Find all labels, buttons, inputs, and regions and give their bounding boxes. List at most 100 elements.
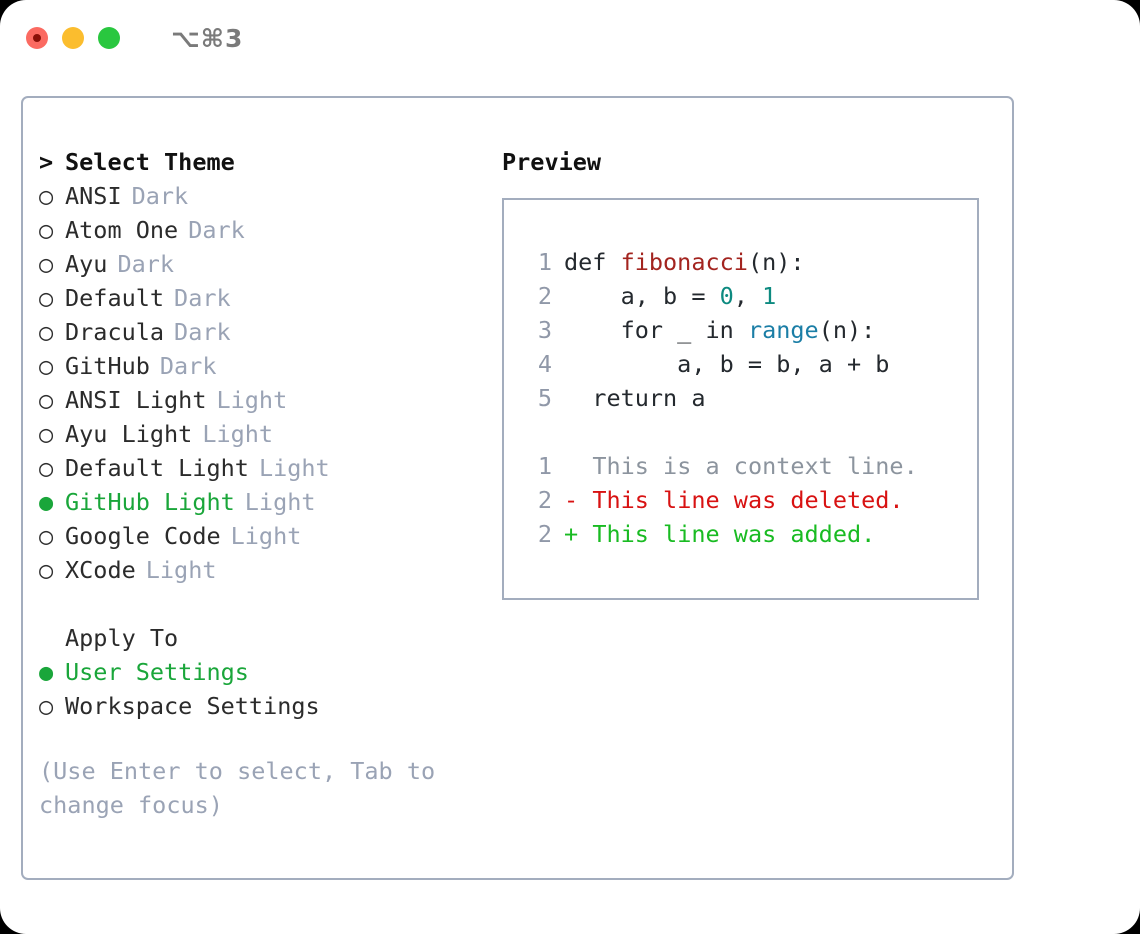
theme-list-item[interactable]: ○ Ayu Light Light (39, 420, 479, 454)
diff-line-number: 2 (537, 486, 552, 514)
code-line: 4 a, b = b, a + b (522, 350, 977, 384)
radio-unselected-icon: ○ (39, 216, 54, 244)
code-line: 5 return a (522, 384, 977, 418)
diff-marker-gap (578, 452, 592, 480)
theme-name-label: Google Code (65, 522, 221, 550)
code-token-plain: a, b = (564, 282, 720, 310)
radio-unselected-icon: ○ (39, 318, 54, 346)
list-spacer (39, 590, 479, 624)
theme-list-item[interactable]: ● GitHub Light Light (39, 488, 479, 522)
radio-unselected-icon: ○ (39, 386, 54, 414)
minimize-button-icon[interactable] (62, 27, 84, 49)
code-line-number: 3 (537, 316, 552, 344)
theme-name-label: Dracula (65, 318, 165, 346)
radio-unselected-icon: ○ (39, 250, 54, 278)
diff-line-number: 1 (537, 452, 552, 480)
apply-to-heading-label: Apply To (65, 624, 179, 652)
zoom-button-icon[interactable] (98, 27, 120, 49)
radio-unselected-icon: ○ (39, 420, 54, 448)
theme-variant-badge: Light (145, 556, 217, 584)
close-button-icon[interactable] (26, 27, 48, 49)
code-token-plain: , (733, 282, 763, 310)
code-line-text: for _ in range(n): (564, 316, 876, 344)
apply-to-marker-spacer: ○ (39, 627, 65, 651)
code-token-plain: def (564, 248, 621, 276)
radio-selected-icon: ● (39, 488, 54, 516)
code-token-plain: (n): (818, 316, 876, 344)
code-line: 1 def fibonacci(n): (522, 248, 977, 282)
diff-marker: + (564, 520, 579, 548)
theme-variant-badge: Dark (117, 250, 175, 278)
window-controls (26, 27, 120, 49)
diff-marker-gap (578, 520, 592, 548)
theme-name-label: Ayu (65, 250, 108, 278)
code-token-plain: for _ in (564, 316, 748, 344)
theme-variant-badge: Dark (174, 318, 231, 346)
theme-variant-badge: Dark (188, 216, 245, 244)
code-line: 2 a, b = 0, 1 (522, 282, 977, 316)
diff-sample: 1 This is a context line.2- This line wa… (522, 452, 977, 554)
theme-name-label: Ayu Light (65, 420, 193, 448)
apply-to-options: ●User Settings○Workspace Settings (39, 658, 479, 726)
code-line-number: 4 (537, 350, 552, 378)
title-bar: ⌥⌘3 (0, 0, 1140, 76)
diff-marker (564, 452, 578, 480)
radio-unselected-icon: ○ (39, 692, 54, 720)
theme-variant-badge: Light (216, 386, 288, 414)
diff-line-text: This is a context line. (592, 452, 918, 480)
diff-line: 2+ This line was added. (522, 520, 977, 554)
diff-line: 2- This line was deleted. (522, 486, 977, 520)
theme-name-label: GitHub Light (65, 488, 235, 516)
apply-to-option[interactable]: ○Workspace Settings (39, 692, 479, 726)
select-theme-heading-label: Select Theme (65, 148, 235, 176)
theme-variant-badge: Light (258, 454, 330, 482)
diff-marker-gap (578, 486, 592, 514)
radio-unselected-icon: ○ (39, 522, 54, 550)
theme-variant-badge: Dark (131, 182, 189, 210)
radio-unselected-icon: ○ (39, 556, 54, 584)
code-line-number: 1 (537, 248, 552, 276)
code-token-plain: return a (564, 384, 706, 412)
radio-unselected-icon: ○ (39, 454, 54, 482)
theme-list-item[interactable]: ○ Ayu Dark (39, 250, 479, 284)
radio-unselected-icon: ○ (39, 182, 54, 210)
prompt-caret-icon: > (39, 148, 54, 176)
theme-list-item[interactable]: ○ Dracula Dark (39, 318, 479, 352)
code-token-fn: fibonacci (620, 248, 748, 276)
keyboard-hint-text: (Use Enter to select, Tab to change focu… (39, 757, 436, 819)
diff-gap (522, 418, 977, 452)
apply-to-option[interactable]: ●User Settings (39, 658, 479, 692)
code-token-call: range (747, 316, 819, 344)
radio-unselected-icon: ○ (39, 284, 54, 312)
theme-name-label: Default Light (65, 454, 249, 482)
diff-line-number: 2 (537, 520, 552, 548)
theme-variant-badge: Light (202, 420, 274, 448)
theme-variant-badge: Light (244, 488, 316, 516)
code-line-text: a, b = 0, 1 (564, 282, 777, 310)
code-line-text: return a (564, 384, 705, 412)
code-line-text: def fibonacci(n): (564, 248, 805, 276)
code-line-text: a, b = b, a + b (564, 350, 889, 378)
code-token-num: 1 (762, 282, 777, 310)
code-token-plain: (n): (747, 248, 805, 276)
diff-line: 1 This is a context line. (522, 452, 977, 486)
code-line: 3 for _ in range(n): (522, 316, 977, 350)
theme-name-label: Default (65, 284, 165, 312)
theme-name-label: GitHub (65, 352, 150, 380)
radio-unselected-icon: ○ (39, 352, 54, 380)
theme-list-item[interactable]: ○ Default Light Light (39, 454, 479, 488)
